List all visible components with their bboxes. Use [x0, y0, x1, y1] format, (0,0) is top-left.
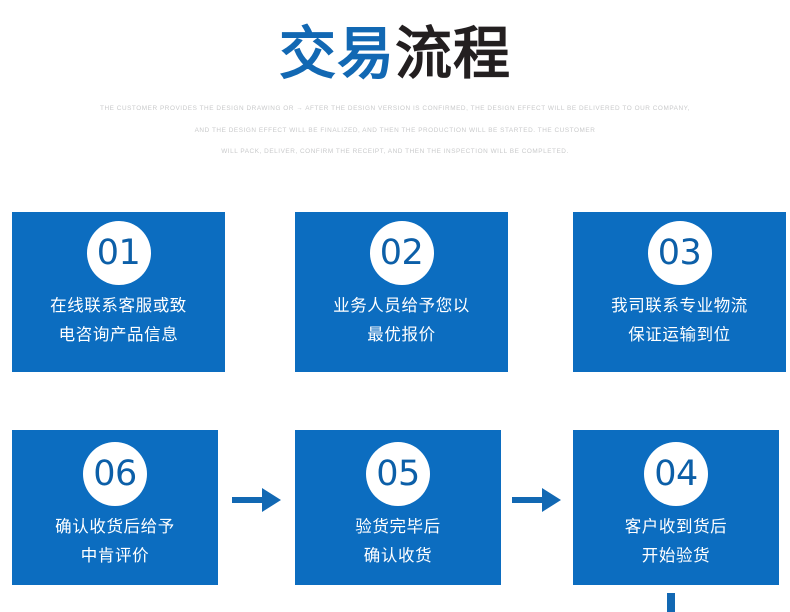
step-number-badge-02: 02 [369, 221, 434, 285]
step-text-05-line1: 验货完毕后 [355, 517, 441, 536]
step-text-04: 客户收到货后 开始验货 [573, 512, 779, 570]
step-text-02: 业务人员给予您以 最优报价 [295, 291, 508, 349]
step-text-03: 我司联系专业物流 保证运输到位 [573, 291, 786, 349]
step-text-06-line2: 中肯评价 [80, 546, 150, 565]
step-number-badge-01: 01 [86, 221, 151, 285]
page-title-blue: 交易 [279, 21, 395, 87]
subtitle-line-2: AND THE DESIGN EFFECT WILL BE FINALIZED,… [194, 126, 596, 134]
step-text-01-line2: 电咨询产品信息 [58, 325, 179, 344]
step-card-06[interactable]: 06 确认收货后给予 中肯评价 [12, 430, 218, 585]
page-title-dark: 流程 [395, 21, 511, 87]
header: 交易流程 THE CUSTOMER PROVIDES THE DESIGN DR… [0, 0, 790, 163]
step-card-03[interactable]: 03 我司联系专业物流 保证运输到位 [573, 212, 786, 372]
step-text-01: 在线联系客服或致 电咨询产品信息 [12, 291, 225, 349]
step-number-badge-03: 03 [647, 221, 712, 285]
step-text-06: 确认收货后给予 中肯评价 [12, 512, 218, 570]
process-flow: 01 在线联系客服或致 电咨询产品信息 02 业务人员给予您以 最优报价 03 … [0, 212, 790, 612]
step-text-03-line1: 我司联系专业物流 [611, 296, 748, 315]
subtitle-block: THE CUSTOMER PROVIDES THE DESIGN DRAWING… [0, 98, 790, 163]
step-text-04-line1: 客户收到货后 [624, 517, 728, 536]
step-number-badge-05: 05 [366, 442, 430, 506]
step-text-04-line2: 开始验货 [641, 546, 711, 565]
step-text-03-line2: 保证运输到位 [628, 325, 731, 344]
step-text-02-line2: 最优报价 [367, 325, 436, 344]
step-number-badge-06: 06 [83, 442, 147, 506]
subtitle-line-3: WILL PACK, DELIVER, CONFIRM THE RECEIPT,… [221, 148, 569, 155]
subtitle-line-1: THE CUSTOMER PROVIDES THE DESIGN DRAWING… [100, 105, 690, 112]
step-text-06-line1: 确认收货后给予 [55, 517, 175, 536]
step-number-badge-04: 04 [644, 442, 708, 506]
step-card-05[interactable]: 05 验货完毕后 确认收货 [295, 430, 501, 585]
step-card-01[interactable]: 01 在线联系客服或致 电咨询产品信息 [12, 212, 225, 372]
arrow-right-icon-01-to-02 [232, 484, 282, 516]
arrow-right-icon-02-to-03 [512, 484, 562, 516]
arrow-down-icon-03-to-04 [655, 593, 687, 612]
step-text-05: 验货完毕后 确认收货 [295, 512, 501, 570]
step-card-04[interactable]: 04 客户收到货后 开始验货 [573, 430, 779, 585]
step-card-02[interactable]: 02 业务人员给予您以 最优报价 [295, 212, 508, 372]
step-text-05-line2: 确认收货 [363, 546, 433, 565]
page-title: 交易流程 [0, 22, 790, 86]
step-text-01-line1: 在线联系客服或致 [50, 296, 187, 315]
step-text-02-line1: 业务人员给予您以 [333, 296, 470, 315]
